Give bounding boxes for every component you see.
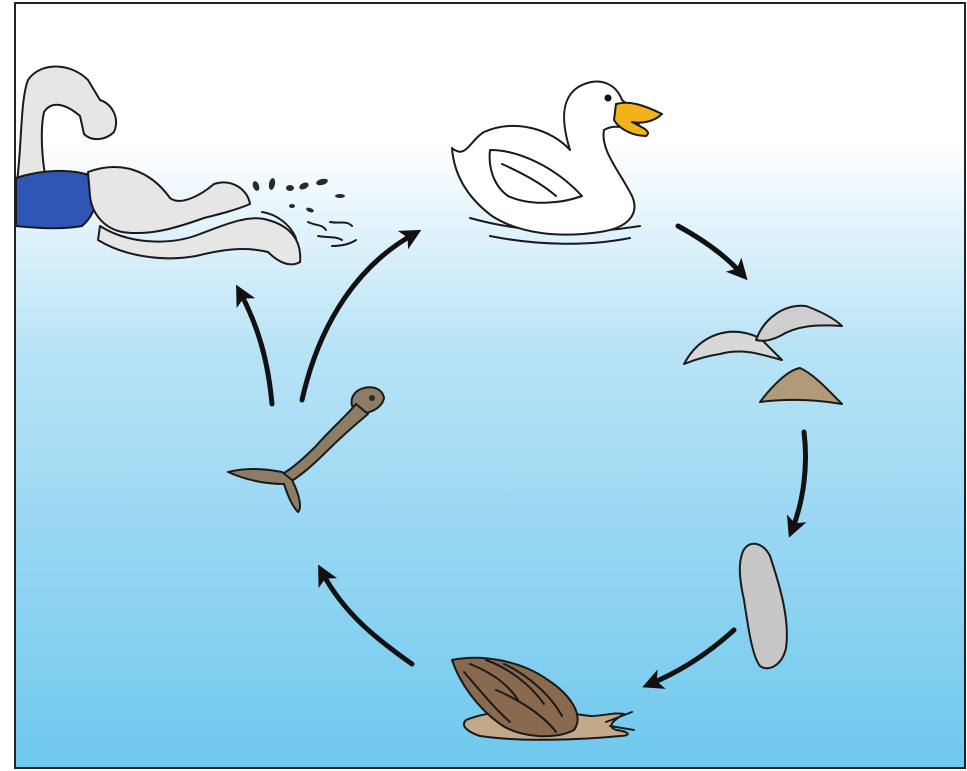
swimming-trunks [16,171,96,228]
duck-eye [605,95,612,102]
